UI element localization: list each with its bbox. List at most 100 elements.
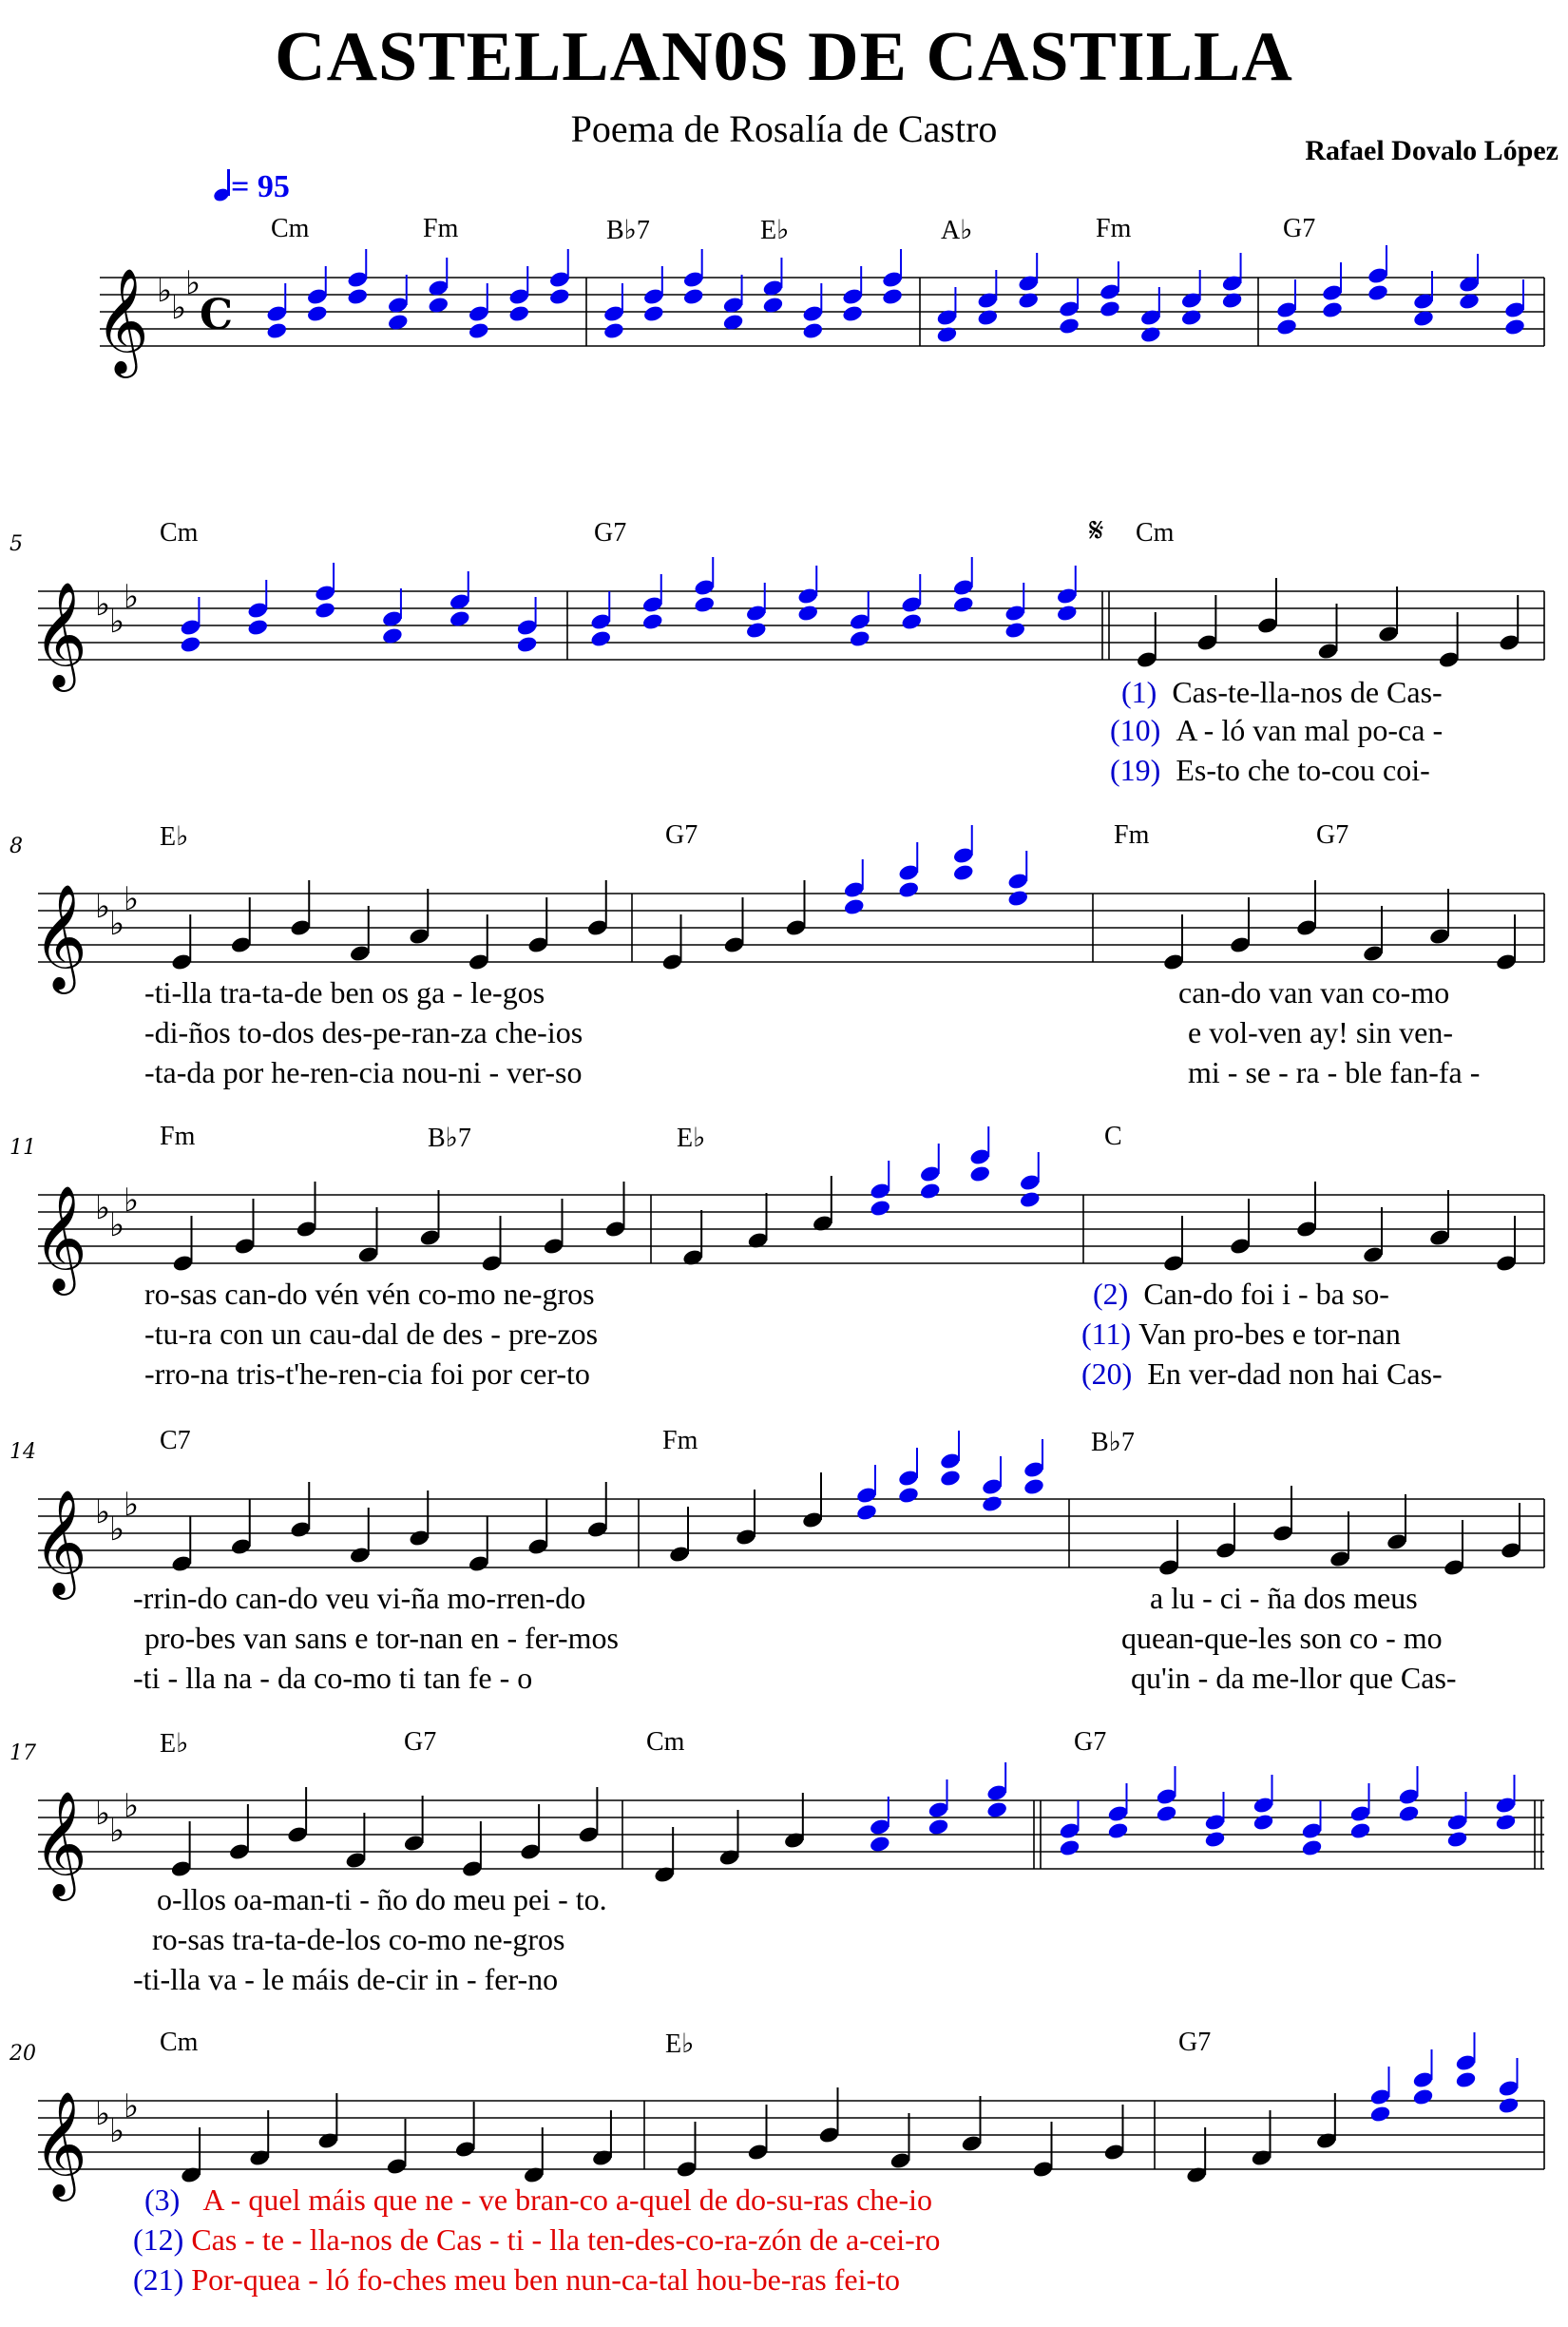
lyric-line: (12) Cas - te - lla-nos de Cas - ti - ll… xyxy=(133,2222,941,2257)
note-head xyxy=(348,272,367,287)
svg-text:♭: ♭ xyxy=(95,2095,110,2133)
note-head xyxy=(1197,635,1217,650)
system-1: Cm Fm B♭7 E♭ A♭ Fm G7 𝄞 ♭♭♭ C xyxy=(0,209,1568,418)
note-head xyxy=(346,1853,366,1868)
note-head xyxy=(450,594,469,609)
note-head xyxy=(1368,268,1387,283)
note-head xyxy=(683,272,703,287)
note-head xyxy=(748,1233,768,1248)
note-head xyxy=(763,280,783,296)
note-head xyxy=(469,1556,488,1571)
note-head xyxy=(1505,319,1524,335)
svg-text:♭: ♭ xyxy=(109,905,124,943)
lyric-line: (19) Es-to che to-cou coi- xyxy=(1110,753,1430,787)
svg-text:♭: ♭ xyxy=(95,1189,110,1227)
note-head xyxy=(308,289,327,304)
svg-text:𝄞: 𝄞 xyxy=(33,883,87,994)
note-head xyxy=(604,306,623,321)
chord: G7 xyxy=(1178,2028,1212,2057)
note-head xyxy=(348,289,367,304)
note-head xyxy=(1456,2055,1476,2070)
note-head xyxy=(1108,1806,1128,1821)
note-head xyxy=(1100,284,1119,299)
svg-text:♭: ♭ xyxy=(109,603,124,641)
note-head xyxy=(288,1827,307,1842)
note-head xyxy=(843,306,862,321)
note-head xyxy=(1159,1560,1178,1575)
note-head xyxy=(316,603,335,618)
svg-text:♭: ♭ xyxy=(124,1486,139,1524)
system-4: 11 Fm B♭7 E♭ C 𝄞 ♭♭♭ ro-sas can-do vén v… xyxy=(0,1117,1568,1402)
lyric-line: quean-que-les son co - mo xyxy=(1121,1621,1443,1655)
note-head xyxy=(748,2144,768,2160)
svg-text:𝄞: 𝄞 xyxy=(95,267,149,378)
note-head xyxy=(1350,1806,1370,1821)
note-head xyxy=(230,1844,249,1859)
note-head xyxy=(1302,1840,1322,1856)
staff: 𝄞 ♭♭♭ xyxy=(33,1762,1544,1901)
note-head xyxy=(851,614,870,629)
chord: Fm xyxy=(662,1426,698,1455)
note-head xyxy=(351,1548,370,1563)
chord: Fm xyxy=(1114,820,1150,850)
note-head xyxy=(1024,1462,1043,1477)
note-head xyxy=(1008,874,1027,889)
note-head xyxy=(296,1221,316,1237)
note-head xyxy=(954,580,973,595)
lyric-line: ro-sas tra-ta-de-los co-mo ne-gros xyxy=(152,1922,565,1956)
note-head xyxy=(455,2142,475,2157)
note-head xyxy=(1273,1526,1292,1541)
lyric-line: -ti - lla na - da co-mo ti tan fe - o xyxy=(133,1661,533,1695)
chord: E♭ xyxy=(665,2029,695,2059)
note-head xyxy=(723,315,743,330)
note-head xyxy=(928,1802,948,1817)
staff: 𝄞 ♭♭♭ xyxy=(33,557,1545,692)
staff: 𝄞 ♭♭♭ xyxy=(33,2032,1545,2202)
note-head xyxy=(1104,2144,1124,2160)
note-head xyxy=(383,628,402,644)
chord: Cm xyxy=(646,1727,685,1757)
note-head xyxy=(429,280,448,296)
measure-number: 11 xyxy=(10,1136,36,1160)
svg-text:♭: ♭ xyxy=(124,880,139,918)
note-head xyxy=(970,1166,989,1182)
note-head xyxy=(1323,302,1342,317)
note-head xyxy=(1164,954,1183,970)
note-head xyxy=(845,899,864,914)
svg-text:𝄞: 𝄞 xyxy=(33,1489,87,1600)
chord: E♭ xyxy=(160,1729,189,1759)
note-head xyxy=(785,1833,804,1848)
note-head xyxy=(1297,920,1316,935)
note-head xyxy=(1181,310,1201,325)
svg-text:♭: ♭ xyxy=(124,1787,139,1825)
chord: G7 xyxy=(1283,214,1316,243)
note-head xyxy=(1008,891,1027,906)
note-head xyxy=(719,1850,739,1865)
note-head xyxy=(1413,2089,1433,2105)
lyric-line: mi - se - ra - ble fan-fa - xyxy=(1188,1055,1481,1089)
note-head xyxy=(1222,293,1242,308)
note-head xyxy=(579,1827,599,1842)
tempo-value: = 95 xyxy=(231,169,290,204)
note-head xyxy=(978,293,998,308)
note-head xyxy=(870,1201,889,1216)
note-head xyxy=(899,1488,918,1503)
note-head xyxy=(1430,929,1449,944)
note-head xyxy=(921,1166,940,1182)
note-head xyxy=(383,611,402,626)
note-head xyxy=(1060,1823,1080,1838)
note-head xyxy=(1138,652,1157,667)
note-head xyxy=(308,306,327,321)
note-head xyxy=(1005,623,1024,638)
chord: G7 xyxy=(594,518,627,548)
note-head xyxy=(1181,293,1201,308)
quarter-note-icon xyxy=(214,169,231,201)
note-head xyxy=(235,1239,255,1254)
note-head xyxy=(1447,1815,1467,1830)
chord: Cm xyxy=(160,2028,199,2057)
note-head xyxy=(248,603,267,618)
lyric-line: ro-sas can-do vén vén co-mo ne-gros xyxy=(144,1277,595,1311)
note-head xyxy=(181,620,201,635)
note-head xyxy=(593,2150,612,2165)
system-7: 20 Cm E♭ G7 𝄞 ♭♭♭ (3) A - quel máis que … xyxy=(0,2023,1568,2327)
